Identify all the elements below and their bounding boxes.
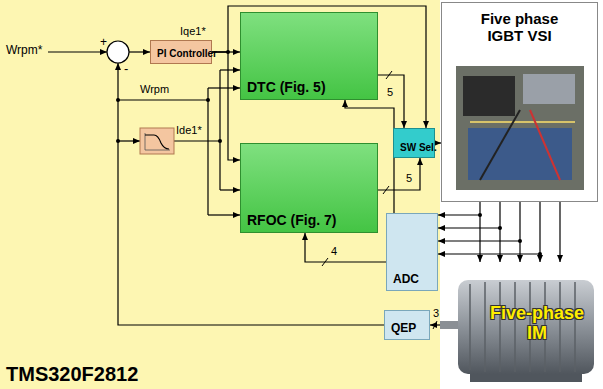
tap-dot [498, 226, 502, 230]
signal-connector [212, 52, 240, 160]
tap-dot [538, 252, 542, 256]
dsp-board-panel: TMS320F2812 PI ControllerDTC (Fig. 5) RFOC… [0, 0, 440, 389]
signal-label: Wrpm [140, 83, 169, 96]
signal-connector [430, 325, 440, 326]
node-label: RFOC (Fig. 7) [247, 213, 309, 228]
signal-label: - [124, 62, 128, 77]
tap-dot [518, 239, 522, 243]
signal-connector [438, 213, 542, 256]
signal-label: Wrpm* [6, 44, 42, 58]
tap-dot [478, 213, 482, 217]
signal-label: Ide1* [176, 124, 202, 137]
connector-line [430, 324, 440, 325]
rfoc-block: RFOC (Fig. 7) [240, 143, 378, 233]
signal-label: Iqe1* [180, 25, 206, 38]
motor-picture [440, 280, 594, 382]
connector-line [378, 158, 420, 190]
motor-box: Five-phase IM [440, 262, 600, 386]
dtc-block: DTC (Fig. 5) [240, 12, 378, 100]
bus-width-label: 4 [330, 245, 338, 258]
bus-width-label: 5 [405, 172, 413, 185]
node-label: SW Sel. [400, 142, 430, 153]
field-weakening-block [140, 128, 174, 154]
connector-line [438, 240, 520, 241]
node-label: QEP [391, 322, 416, 335]
signal-label: + [100, 36, 107, 50]
switch-selector: SW Sel. [393, 128, 435, 158]
connector-line [559, 202, 560, 262]
signal-connector [305, 233, 386, 262]
connector-line [305, 233, 386, 262]
signal-connector [378, 75, 404, 128]
connector-line [438, 227, 500, 228]
connector-line [212, 52, 240, 160]
connector-line [479, 202, 480, 262]
connector-line [499, 202, 500, 262]
connector-line [519, 202, 520, 262]
adc-block: ADC [386, 213, 438, 291]
node-label: PI Controller [157, 48, 213, 59]
connector-line [438, 253, 540, 254]
bus-width-label: 3 [432, 307, 440, 320]
node-label: Five phase IGBT VSI [465, 11, 575, 44]
qep-block: QEP [384, 310, 430, 340]
inverter-box: Five phase IGBT VSI [441, 2, 598, 202]
connector-line [438, 214, 480, 215]
signal-connector [378, 158, 420, 190]
node-label: Five-phase IM [484, 304, 590, 344]
node-label: DTC (Fig. 5) [247, 80, 309, 95]
node-label: TMS320F2812 [6, 363, 138, 385]
summing-junction [107, 41, 129, 63]
bus-width-label: 5 [386, 86, 394, 99]
dsp-panel [0, 0, 440, 389]
node-label: ADC [393, 273, 419, 286]
inverter-photo [441, 2, 598, 202]
pi-controller-box: PI Controller [150, 40, 212, 64]
connector-line [378, 75, 404, 128]
signal-connector [480, 202, 560, 262]
